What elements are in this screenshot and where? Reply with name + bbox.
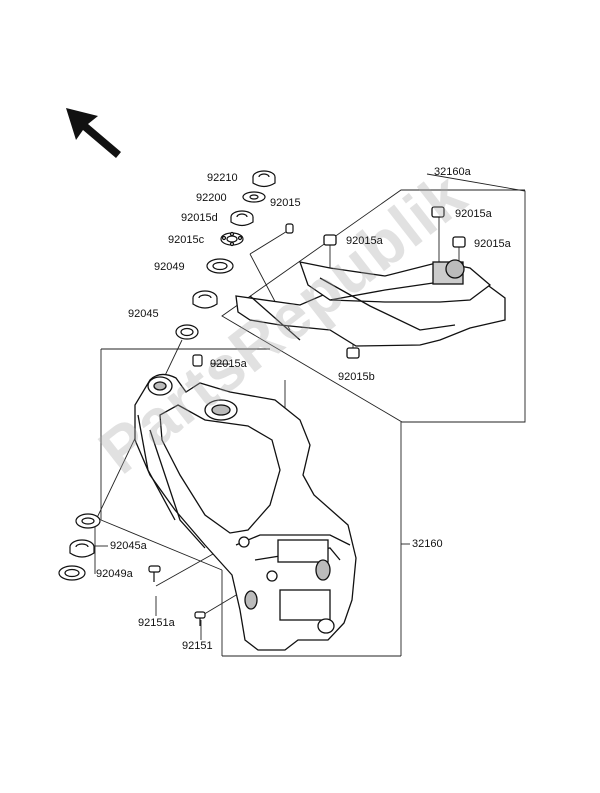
label-92015a-frame: 92015a [210, 358, 247, 370]
race-92045-icon [175, 324, 199, 340]
label-92015b: 92015b [338, 371, 375, 383]
label-92151: 92151 [182, 640, 213, 652]
bearing-92045a-icon [69, 539, 95, 558]
label-32160a: 32160a [434, 166, 471, 178]
seal-92049-icon [206, 258, 234, 274]
race-92045a-icon [75, 513, 101, 529]
label-92045: 92045 [128, 308, 159, 320]
bolt-92151a-icon [148, 565, 161, 582]
label-92015a-sub-3: 92015a [474, 238, 511, 250]
bolt-92015a-frame-icon [192, 354, 203, 367]
label-92151a: 92151a [138, 617, 175, 629]
lower-head-parts [58, 513, 206, 626]
small-bolt-92015-icon [285, 223, 294, 234]
bearing-92015c-icon [220, 231, 244, 247]
label-92045a: 92045a [110, 540, 147, 552]
bolt-92151-icon [194, 611, 206, 626]
main-frame-drawing [134, 373, 357, 651]
label-92015: 92015 [270, 197, 301, 209]
subframe-drawing [235, 206, 506, 359]
label-92049a: 92049a [96, 568, 133, 580]
label-92200: 92200 [196, 192, 227, 204]
label-92015d: 92015d [181, 212, 218, 224]
nut-92015d-icon [230, 210, 254, 227]
label-92015a-sub-1: 92015a [455, 208, 492, 220]
washer-92200-icon [242, 191, 266, 203]
bearing-92045-icon [192, 290, 218, 309]
label-92049: 92049 [154, 261, 185, 273]
label-92015c: 92015c [168, 234, 205, 246]
label-32160: 32160 [412, 538, 443, 550]
nut-92210-icon [252, 170, 276, 188]
label-92210: 92210 [207, 172, 238, 184]
seal-92049a-icon [58, 565, 86, 581]
steering-stem-parts [175, 170, 294, 367]
label-92015a-sub-2: 92015a [346, 235, 383, 247]
front-arrow-icon [66, 108, 121, 158]
